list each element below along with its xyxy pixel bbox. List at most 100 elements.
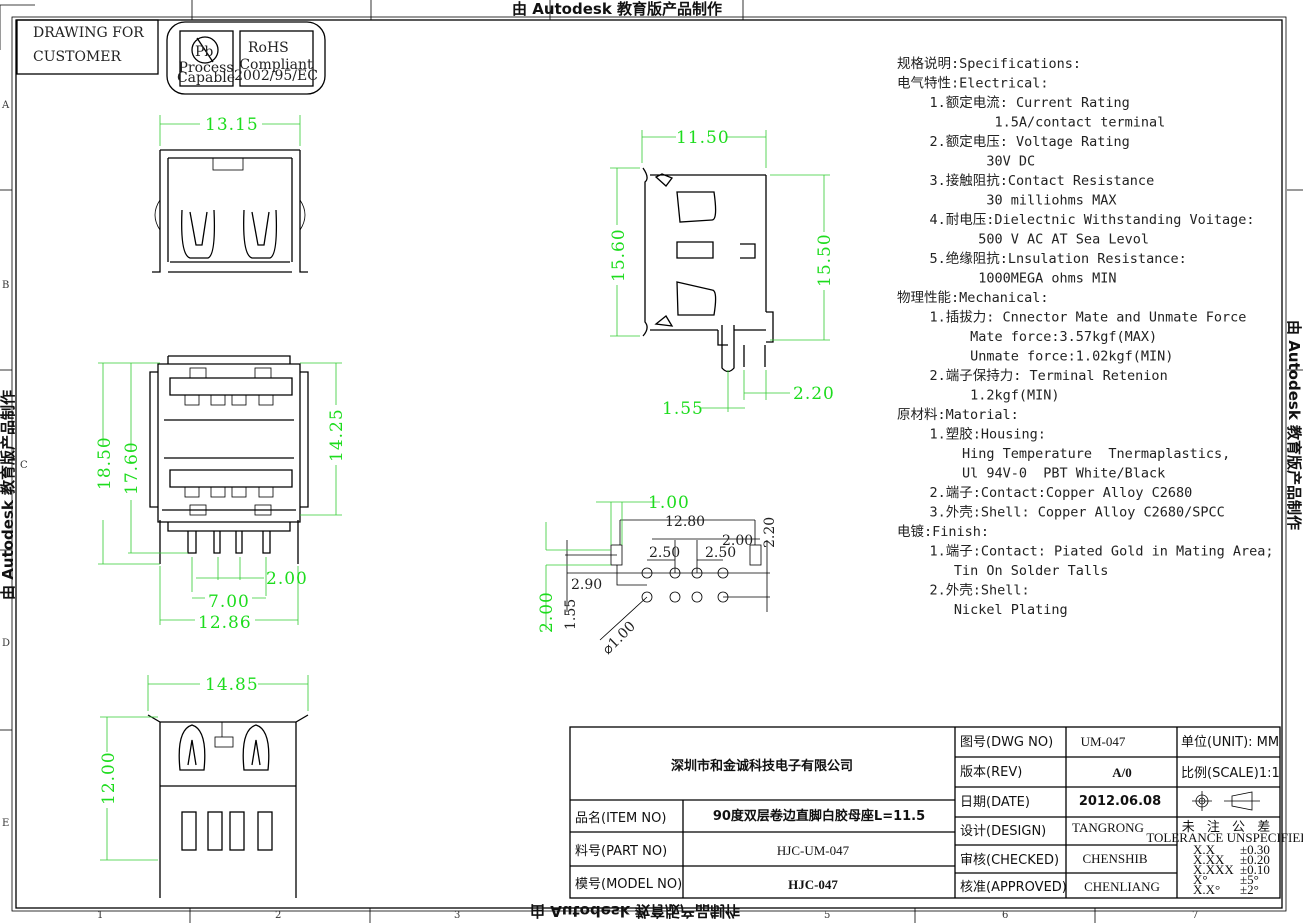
spec-line: Tin On Solder Talls [897,563,1108,579]
dim-pcb-d8: 1.55 [563,599,579,630]
date-label: 日期(DATE) [960,795,1030,810]
spec-line: 1.端子:Contact: Piated Gold in Mating Area… [897,544,1274,560]
zone-labels: A B C D E 1 2 3 5 6 7 [1,100,1198,921]
rohs-line1: Compliant [239,57,313,73]
spec-line: Mate force:3.57kgf(MAX) [897,329,1157,345]
spec-line: Nickel Plating [897,602,1068,618]
dim-pcb-d7: 2.90 [571,577,602,593]
dim-front-h3: 14.25 [327,408,347,462]
top-view [152,149,308,273]
front-view [149,355,309,564]
watermark-right: 由 Autodesk 教育版产品制作 [1285,320,1303,530]
tolerance-key: X.X° [1193,882,1220,897]
watermark-left: 由 Autodesk 教育版产品制作 [0,390,17,600]
tolerance-title: 未 注 公 差 [1182,820,1274,835]
company-name: 深圳市和金诚科技电子有限公司 [671,758,853,774]
spec-line: 3.外壳:Shell: Copper Alloy C2680/SPCC [897,505,1225,521]
tolerance-value: ±0.30 [1240,842,1270,857]
watermark-top: 由 Autodesk 教育版产品制作 [512,0,722,18]
model-no-value: HJC-047 [788,877,838,892]
pb-symbol: Pb [195,44,213,60]
design-value: TANGRONG [1072,820,1144,835]
drawing-for-line1: DRAWING FOR [33,25,144,41]
bottom-view [147,714,309,898]
part-no-value: HJC-UM-047 [777,843,850,858]
rev-label: 版本(REV) [960,765,1022,780]
tolerance-value: ±0.20 [1240,852,1270,867]
dim-front-h2: 17.60 [122,441,142,495]
zone-row-c: C [20,460,28,471]
spec-line: 规格说明:Specifications: [897,56,1081,72]
model-no-label: 模号(MODEL NO) [575,877,682,892]
dim-side-width: 11.50 [676,128,730,148]
spec-line: 电镀:Finish: [897,523,989,540]
zone-col-3: 3 [454,910,460,921]
pcb-layout-dims: 1.00 12.80 2.00 2.20 2.50 2.50 2.90 1.55… [537,493,778,658]
dim-pcb-d6: 2.50 [705,545,736,561]
spec-line: 1.5A/contact terminal [897,115,1165,131]
date-value: 2012.06.08 [1079,794,1161,809]
zone-row-b: B [2,280,9,291]
rev-value: A/0 [1112,765,1132,780]
dim-pcb-hole: ⌀1.00 [600,619,639,658]
spec-line: 1.额定电流: Current Rating [897,95,1130,111]
dim-bottom-width: 14.85 [205,675,259,695]
spec-line: 1.插拔力: Cnnector Mate and Unmate Force [897,310,1246,326]
approved-label: 核准(APPROVED) [960,880,1067,895]
dim-pcb-d1: 1.00 [648,493,690,513]
dim-front-h1: 18.50 [95,436,115,490]
spec-line: 1000MEGA ohms MIN [897,271,1116,287]
zone-col-7: 7 [1192,910,1198,921]
rohs-title: RoHS [248,40,289,56]
part-no-label: 料号(PART NO) [575,844,667,859]
zone-row-a: A [1,100,10,111]
spec-line: Hing Temperature Tnermaplastics, [897,446,1230,462]
side-view [642,167,774,373]
dim-top-width: 13.15 [205,115,259,135]
top-view-dims: 13.15 [159,115,301,146]
spec-line: 30 milliohms MAX [897,193,1116,209]
spec-line: 原材料:Matorial: [897,407,1019,423]
dwg-no-label: 图号(DWG NO) [960,735,1053,750]
tolerance-key: X.X [1193,842,1216,857]
side-view-dims: 11.50 15.60 15.50 1.55 2.20 [609,128,835,419]
spec-line: 1.2kgf(MIN) [897,388,1060,404]
zone-col-1: 1 [97,910,103,921]
design-label: 设计(DESIGN) [960,824,1046,839]
item-no-value: 90度双层卷边直脚白胶母座L=11.5 [713,808,925,824]
drawing-for-line2: CUSTOMER [33,49,121,65]
spec-line: 物理性能:Mechanical: [897,290,1049,306]
title-block: 深圳市和金诚科技电子有限公司 品名(ITEM NO) 90度双层卷边直脚白胶母座… [569,726,1303,899]
spec-line: 2.外壳:Shell: [897,583,1030,599]
dim-front-pitch: 2.00 [266,569,308,589]
spec-line: 电气特性:Electrical: [897,76,1049,92]
dim-pcb-d9: 2.00 [537,591,557,633]
dim-front-pin-span: 7.00 [208,592,250,612]
approved-value: CHENLIANG [1084,879,1160,894]
spec-line: 5.绝缘阻抗:Lnsulation Resistance: [897,251,1187,267]
tolerance-value: ±5° [1240,872,1259,887]
scale-label: 比例(SCALE)1:1 [1181,766,1280,781]
compliance-badges: Pb Process Capable RoHS Compliant 2002/9… [166,21,326,95]
zone-col-2: 2 [275,910,281,921]
dim-side-pin-offset: 1.55 [662,399,704,419]
rohs-line2: 2002/95/EC [234,68,318,84]
dim-side-height-right: 15.50 [815,233,835,287]
drawing-for-customer-box: DRAWING FOR CUSTOMER [16,19,159,75]
dim-side-pin-pitch: 2.20 [793,384,835,404]
specifications-text: 规格说明:Specifications: 电气特性:Electrical: 1.额… [897,56,1274,618]
item-no-label: 品名(ITEM NO) [575,810,666,826]
spec-line: 30V DC [897,154,1035,170]
dim-front-width: 12.86 [198,613,252,633]
dim-bottom-height: 12.00 [99,751,119,805]
spec-line: 2.额定电压: Voltage Rating [897,134,1130,150]
checked-label: 审核(CHECKED) [960,853,1059,868]
spec-line: 2.端子:Contact:Copper Alloy C2680 [897,485,1192,501]
unit-label: 单位(UNIT): MM [1181,735,1279,750]
bottom-view-dims: 14.85 12.00 [99,675,309,861]
tolerance-key: X.XXX [1193,862,1234,877]
checked-value: CHENSHIB [1082,851,1147,866]
zone-col-5: 5 [824,910,830,921]
pb-line2: Capable [177,70,235,86]
